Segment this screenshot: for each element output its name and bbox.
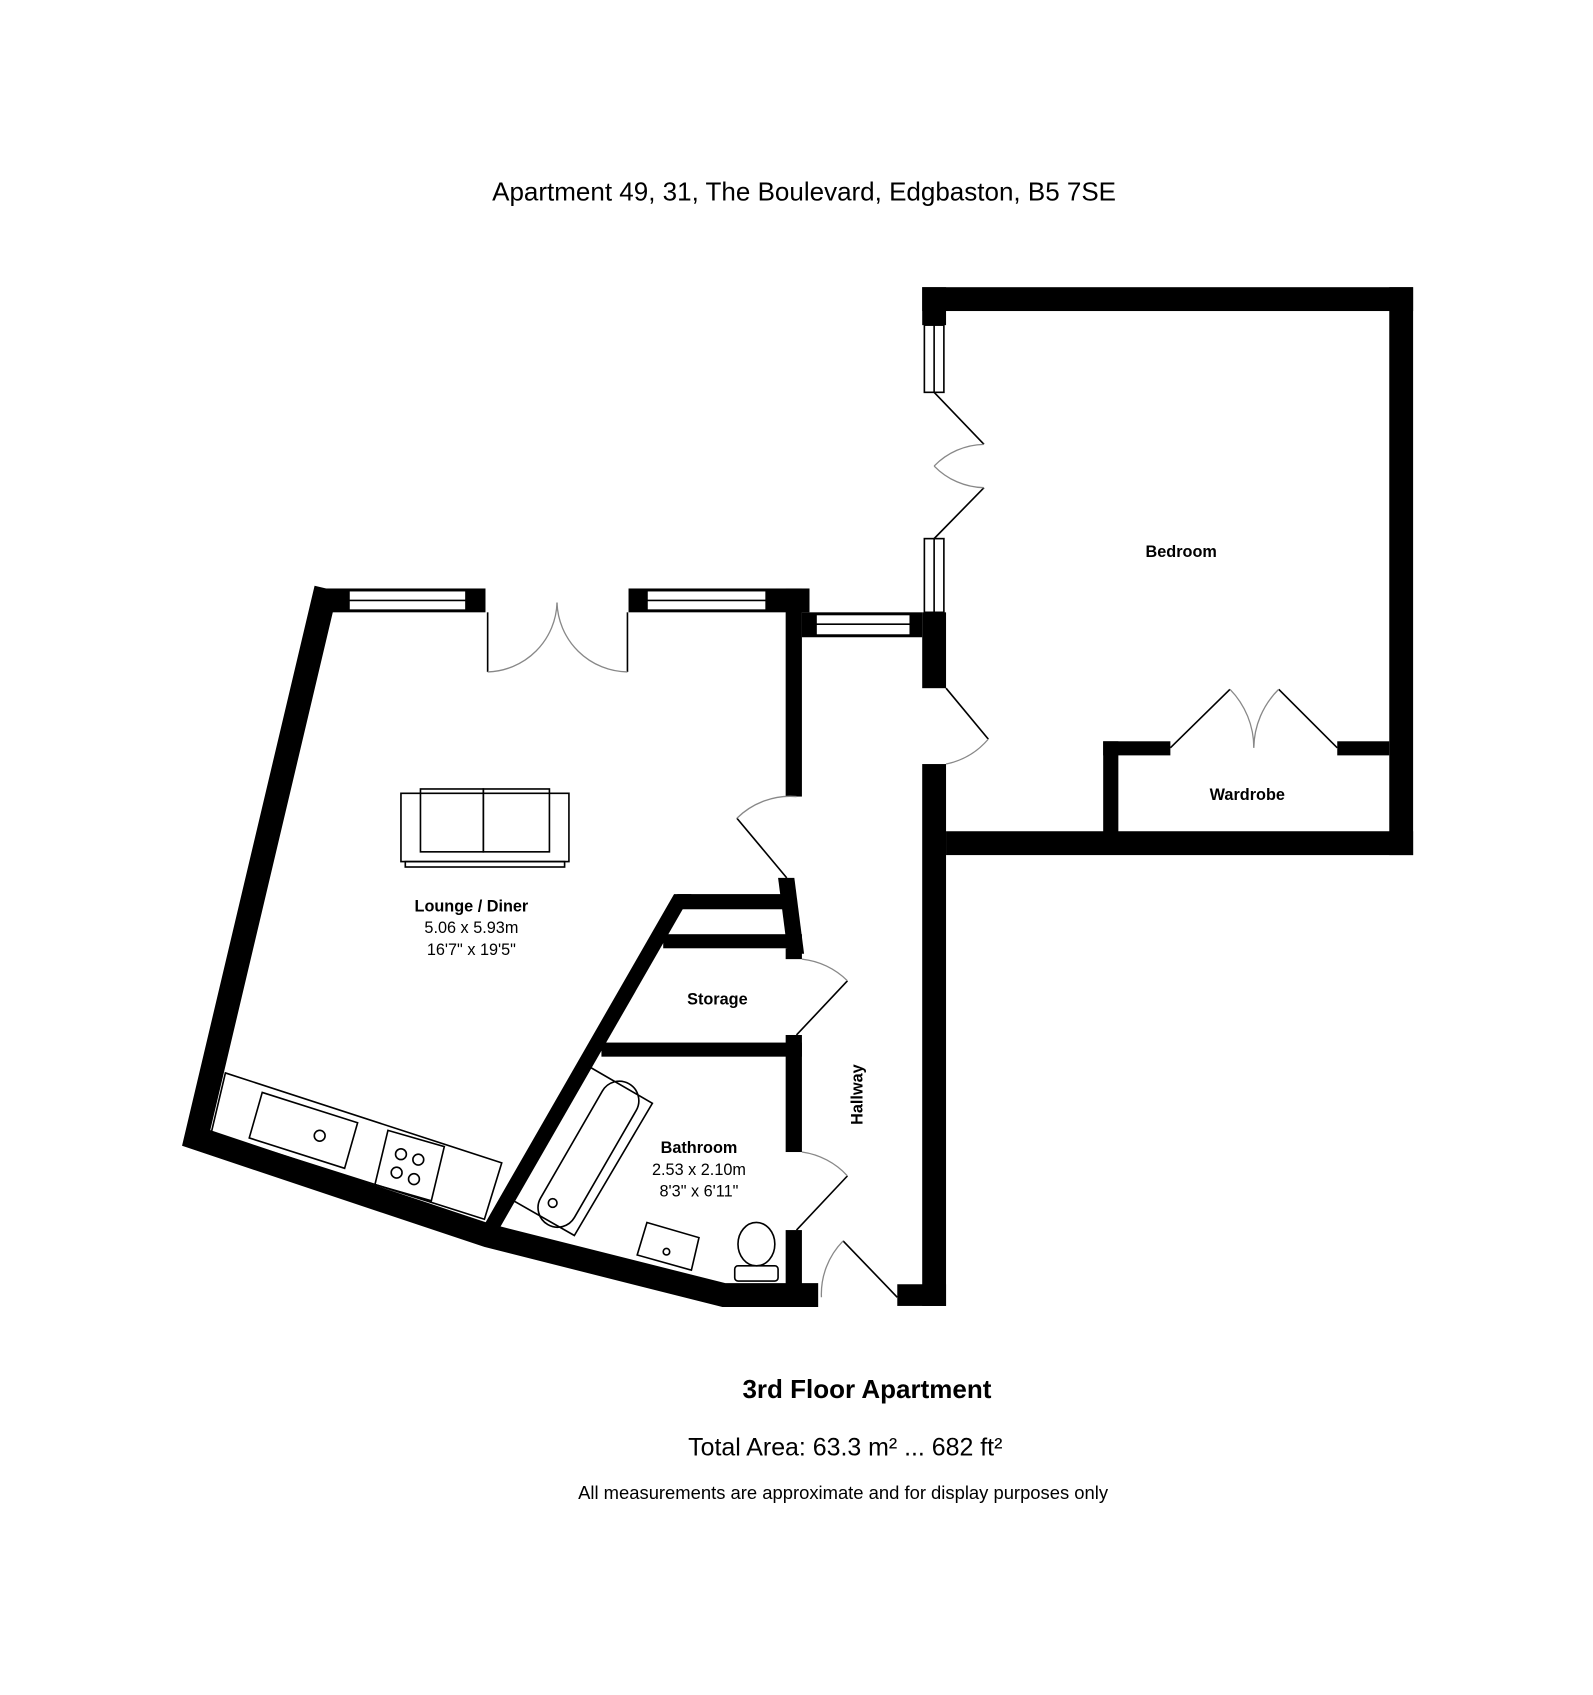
lounge-french-door <box>486 602 629 673</box>
bathroom-metric: 2.53 x 2.10m <box>652 1161 746 1179</box>
storage-door <box>795 958 849 1036</box>
bath-icon <box>512 1066 654 1237</box>
disclaimer: All measurements are approximate and for… <box>578 1482 1109 1503</box>
floor-title: 3rd Floor Apartment <box>742 1374 991 1404</box>
sink-icon <box>248 1091 359 1170</box>
kitchen-counter <box>210 1071 503 1221</box>
hallway-label: Hallway <box>849 1064 867 1125</box>
bedroom-label: Bedroom <box>1146 543 1217 561</box>
lounge-door <box>736 795 797 879</box>
address-title: Apartment 49, 31, The Boulevard, Edgbast… <box>492 176 1116 206</box>
total-area: Total Area: 63.3 m² ... 682 ft² <box>688 1433 1002 1461</box>
bedroom-door <box>945 687 989 765</box>
lounge-imperial: 16'7" x 19'5" <box>427 941 516 959</box>
storage-label: Storage <box>687 991 748 1009</box>
wardrobe-label: Wardrobe <box>1210 786 1285 804</box>
bedroom-french-door <box>933 391 985 540</box>
lounge-walls <box>182 585 947 1308</box>
bathroom-imperial: 8'3" x 6'11" <box>660 1182 739 1200</box>
toilet-icon <box>733 1221 779 1282</box>
internal-walls <box>481 877 849 1306</box>
hob-icon <box>373 1129 446 1202</box>
bathroom-label: Bathroom <box>661 1139 738 1157</box>
bedroom-walls <box>922 287 1414 1306</box>
wardrobe-walls <box>1103 688 1390 834</box>
lounge-label: Lounge / Diner <box>415 897 529 915</box>
lounge-metric: 5.06 x 5.93m <box>424 919 518 937</box>
entrance-door <box>820 1240 898 1298</box>
sofa-icon <box>400 788 570 868</box>
basin-icon <box>636 1221 700 1272</box>
bathroom-door <box>795 1151 849 1231</box>
